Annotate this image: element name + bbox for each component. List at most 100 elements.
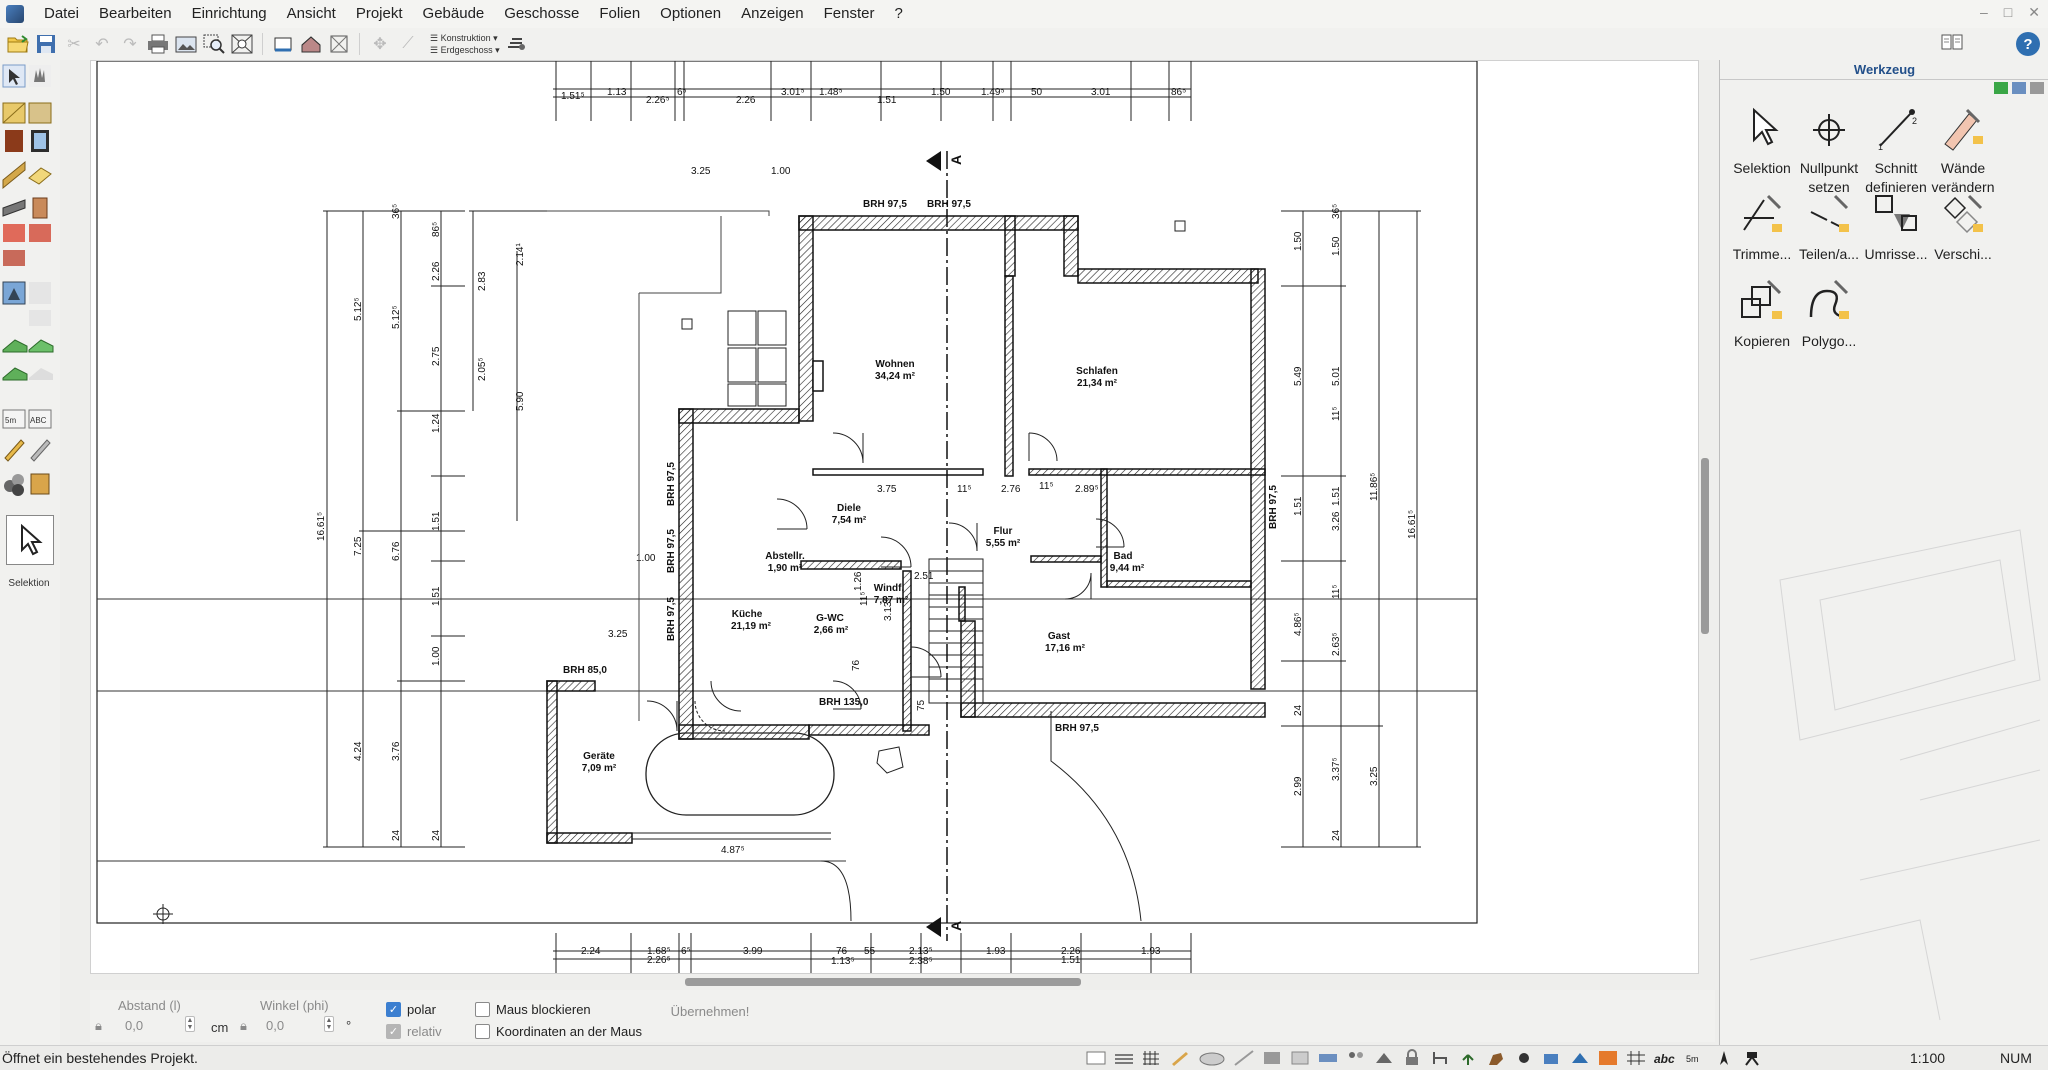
chair-icon[interactable] [1429, 1049, 1451, 1067]
horizontal-scrollbar[interactable] [685, 978, 1081, 986]
panel-tab-icon[interactable] [1994, 82, 2008, 94]
undo-icon[interactable]: ↶ [95, 36, 109, 53]
menu-bearbeiten[interactable]: Bearbeiten [99, 5, 172, 22]
menu-datei[interactable]: Datei [44, 5, 80, 22]
minimize-icon[interactable]: – [1980, 4, 1988, 20]
lock-small-icon[interactable] [1401, 1049, 1423, 1067]
line-thickness-icon[interactable] [1113, 1049, 1135, 1067]
tool-beam-icon[interactable] [29, 224, 51, 242]
fill-icon[interactable] [1261, 1049, 1283, 1067]
2d-view-icon[interactable] [271, 32, 295, 56]
north-arrow-icon[interactable] [1713, 1049, 1735, 1067]
tool-terrain-icon[interactable] [2, 339, 28, 353]
help-icon[interactable]: ? [2016, 32, 2040, 56]
tool-slab-icon[interactable] [28, 167, 52, 185]
zoom-window-icon[interactable] [202, 32, 226, 56]
cut-icon[interactable]: ✂ [67, 36, 81, 53]
screenshot-icon[interactable] [174, 32, 198, 56]
tool-waende[interactable]: Wände verändern [1929, 104, 1997, 197]
tool-door-icon[interactable] [5, 130, 23, 152]
redo-icon[interactable]: ↷ [123, 36, 137, 53]
tool-catalog-icon[interactable] [30, 473, 50, 495]
grid-icon[interactable] [1141, 1049, 1163, 1067]
cloud-shape-icon[interactable] [1197, 1049, 1227, 1067]
lock-mouse-checkbox[interactable]: Maus blockieren [475, 1002, 591, 1017]
tool-trimmen[interactable]: Trimme... [1728, 190, 1796, 264]
tool-selektion[interactable]: Selektion [1728, 104, 1796, 178]
menu-gebaeude[interactable]: Gebäude [422, 5, 485, 22]
tool-plant-icon[interactable] [28, 339, 54, 353]
distance-stepper[interactable]: ▲▼ [185, 1016, 195, 1032]
tool-nullpunkt[interactable]: Nullpunkt setzen [1795, 104, 1863, 197]
texture-icon[interactable] [1289, 1049, 1311, 1067]
mask-icon[interactable] [1373, 1049, 1395, 1067]
panel-tab-grid-icon[interactable] [2030, 82, 2044, 94]
camera-3d-icon[interactable] [1541, 1049, 1563, 1067]
tool-furniture-icon[interactable] [2, 281, 26, 305]
active-tool-select-icon[interactable] [6, 515, 54, 565]
tool-line-icon[interactable] [30, 439, 51, 462]
tool-polygon[interactable]: Polygo... [1795, 277, 1863, 351]
lock-icon[interactable]: 🔒︎ [95, 1018, 102, 1033]
light-icon[interactable] [1513, 1049, 1535, 1067]
menu-optionen[interactable]: Optionen [660, 5, 722, 22]
menu-help[interactable]: ? [894, 5, 903, 22]
view-3d-icon[interactable] [1569, 1049, 1591, 1067]
hatch-icon[interactable] [1233, 1049, 1255, 1067]
menu-folien[interactable]: Folien [599, 5, 641, 22]
tool-group-icon[interactable] [4, 474, 24, 496]
camera-icon[interactable] [1741, 1049, 1763, 1067]
vertical-scrollbar[interactable] [1701, 458, 1709, 634]
relative-checkbox[interactable]: ✓ relativ [386, 1024, 442, 1039]
dimension-text-icon[interactable]: 5m [1685, 1049, 1707, 1067]
menu-einrichtung[interactable]: Einrichtung [191, 5, 267, 22]
angle-stepper[interactable]: ▲▼ [324, 1016, 334, 1032]
tool-fence-icon[interactable] [29, 368, 53, 380]
print-icon[interactable] [146, 32, 170, 56]
distance-input[interactable]: 0,0 [125, 1018, 144, 1033]
polar-checkbox[interactable]: ✓ polar [386, 1002, 436, 1017]
panel-tab-list-icon[interactable] [2012, 82, 2026, 94]
horse-icon[interactable] [1485, 1049, 1507, 1067]
menu-fenster[interactable]: Fenster [823, 5, 875, 22]
measure-icon[interactable]: ⟋ [402, 35, 414, 52]
text-abc-icon[interactable]: abc [1653, 1049, 1679, 1067]
restore-icon[interactable]: □ [2003, 4, 2013, 20]
lock-icon[interactable]: 🔒︎ [240, 1018, 247, 1033]
grid-snap-icon[interactable] [1625, 1049, 1647, 1067]
tool-verschieben[interactable]: Verschi... [1929, 190, 1997, 264]
drawing-scale[interactable]: 1:100 [1910, 1050, 1946, 1066]
dim-toggle-icon[interactable] [1317, 1049, 1339, 1067]
grid-toggle-icon[interactable] [327, 32, 351, 56]
tool-railing-icon[interactable] [3, 224, 25, 242]
move-icon[interactable]: ✥ [373, 36, 387, 53]
tool-stairs-icon[interactable] [2, 160, 26, 190]
open-folder-icon[interactable] [6, 32, 30, 56]
tool-kopieren[interactable]: Kopieren [1728, 277, 1796, 351]
close-icon[interactable]: ✕ [2028, 4, 2040, 20]
tool-select-arrow-icon[interactable] [2, 64, 26, 88]
menu-geschosse[interactable]: Geschosse [504, 5, 580, 22]
zoom-fit-icon[interactable] [230, 32, 254, 56]
pen-icon[interactable] [1169, 1049, 1191, 1067]
plant-icon[interactable] [1457, 1049, 1479, 1067]
3d-view-icon[interactable] [299, 32, 323, 56]
mode-combo[interactable]: ☰ Konstruktion ▾ ☰ Erdgeschoss ▾ [430, 33, 500, 55]
floorplan-canvas[interactable]: 1.51⁵ 1.13 2.26⁵ 6⁵ 2.26 3.01⁵ 1.48⁵ 1.5… [90, 60, 1699, 974]
tool-wall-icon[interactable] [2, 102, 26, 124]
floor-settings-icon[interactable] [504, 32, 528, 56]
print-preview-icon[interactable] [1085, 1049, 1107, 1067]
tool-path-icon[interactable] [2, 367, 28, 381]
tool-chimney-icon[interactable] [3, 250, 25, 266]
people-icon[interactable] [1345, 1049, 1367, 1067]
tool-umrisse[interactable]: Umrisse... [1862, 190, 1930, 264]
tool-object-icon[interactable] [29, 282, 51, 304]
tool-column-icon[interactable] [32, 197, 48, 219]
floor-combo-value[interactable]: Erdgeschoss [440, 45, 493, 55]
tool-text-icon[interactable]: ABC [28, 409, 52, 429]
tool-teilen[interactable]: Teilen/a... [1795, 190, 1863, 264]
menu-projekt[interactable]: Projekt [355, 5, 403, 22]
save-icon[interactable] [34, 32, 58, 56]
catalog-icon[interactable] [1940, 32, 1964, 57]
